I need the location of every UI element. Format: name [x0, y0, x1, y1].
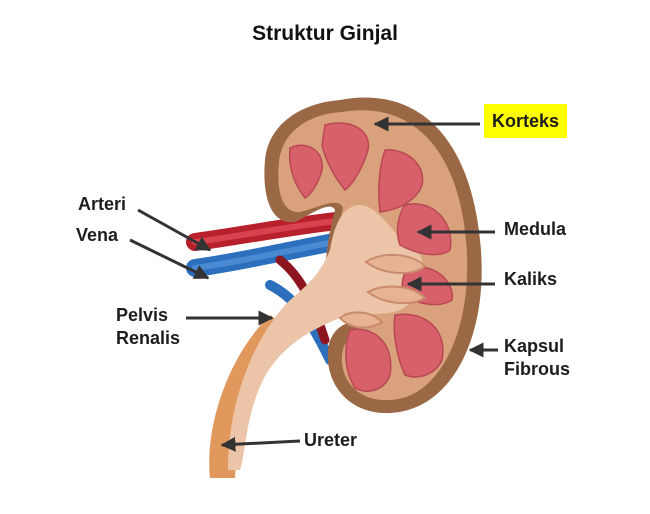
label-medula: Medula — [504, 219, 567, 239]
pelvis-renalis — [228, 205, 424, 470]
page-title: Struktur Ginjal — [252, 22, 398, 45]
label-kapsul-line1: Kapsul — [504, 336, 565, 356]
label-kaliks: Kaliks — [504, 269, 558, 289]
kaliks-cups — [338, 253, 427, 329]
label-kapsul-line2: Fibrous — [504, 359, 570, 379]
label-pelvis-line1: Pelvis — [116, 305, 169, 325]
label-korteks: Korteks — [484, 104, 568, 138]
label-vena: Vena — [76, 225, 119, 245]
medula-pyramids — [288, 122, 453, 392]
label-arteri: Arteri — [78, 194, 127, 214]
label-pelvis-line2: Renalis — [116, 328, 181, 348]
label-ureter: Ureter — [304, 430, 358, 450]
pointer-arrows — [129, 116, 498, 452]
